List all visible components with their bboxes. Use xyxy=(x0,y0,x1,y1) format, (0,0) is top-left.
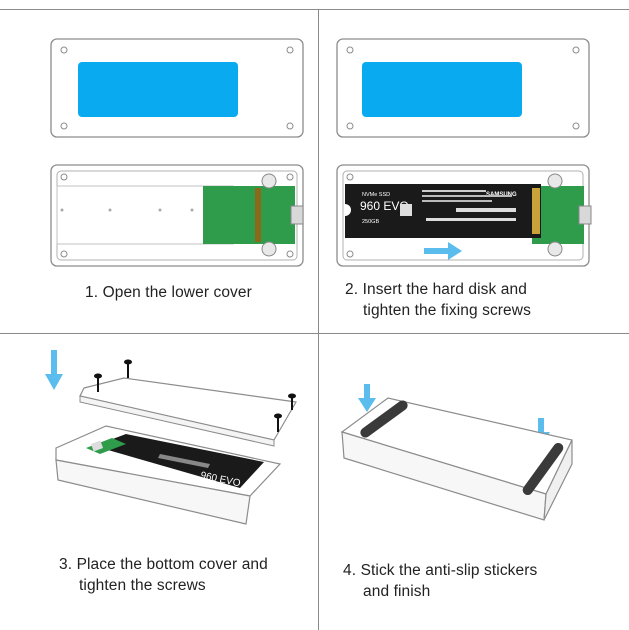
cover-window xyxy=(78,62,238,117)
anti-slip-sticker xyxy=(522,442,564,496)
step-3-caption: 3. Place the bottom cover and tighten th… xyxy=(59,554,268,596)
screw xyxy=(274,413,282,432)
insert-arrow-shaft xyxy=(424,248,450,254)
step-text-line2: and finish xyxy=(363,583,431,600)
screw-hole xyxy=(286,122,294,130)
svg-text:250GB: 250GB xyxy=(362,219,379,225)
insert-arrow-head xyxy=(448,242,462,260)
divider-top xyxy=(0,9,629,10)
step-4-caption: 4. Stick the anti-slip stickers and fini… xyxy=(343,560,537,602)
screw-hole xyxy=(60,122,68,130)
cover-window xyxy=(362,62,522,117)
step-text-line1: Stick the anti-slip stickers xyxy=(360,562,538,579)
step-2-caption: 2. Insert the hard disk and tighten the … xyxy=(345,279,531,321)
screw-hole xyxy=(60,46,68,54)
down-arrow-shaft xyxy=(51,350,57,376)
step-1-caption: 1. Open the lower cover xyxy=(85,282,252,303)
step-number: 2. xyxy=(345,281,359,298)
screw xyxy=(288,393,296,410)
screw-hole xyxy=(286,46,294,54)
screw xyxy=(94,373,102,392)
step-2-illustration: NVMe SSD 960 EVO SAMSUNG 250GB xyxy=(336,38,594,268)
step-4-illustration xyxy=(336,380,586,540)
pcb-board xyxy=(203,186,295,244)
divider-vertical xyxy=(318,9,319,630)
anti-slip-sticker xyxy=(360,400,408,438)
step-3-illustration: 960 EVO xyxy=(40,348,310,528)
step-1-illustration xyxy=(50,38,305,268)
svg-text:960 EVO: 960 EVO xyxy=(360,199,409,213)
floating-cover xyxy=(79,377,297,441)
screw xyxy=(124,359,132,378)
step-number: 3. xyxy=(59,556,73,573)
sticker-arrow-shaft xyxy=(538,418,544,434)
step-text-line1: Insert the hard disk and xyxy=(362,281,527,298)
step-number: 1. xyxy=(85,284,99,301)
sticker-arrow-head xyxy=(358,398,376,412)
divider-middle xyxy=(0,333,629,334)
sticker-arrow-shaft xyxy=(364,384,370,400)
step-text-line2: tighten the fixing screws xyxy=(363,302,531,319)
m2-slot xyxy=(255,188,261,242)
svg-text:NVMe SSD: NVMe SSD xyxy=(362,192,390,198)
usb-port xyxy=(578,205,592,225)
down-arrow-head xyxy=(45,374,63,390)
usb-port xyxy=(290,205,304,225)
step-number: 4. xyxy=(343,562,357,579)
step-text-line2: tighten the screws xyxy=(79,577,206,594)
step-text: Open the lower cover xyxy=(102,284,252,301)
step-text-line1: Place the bottom cover and xyxy=(76,556,268,573)
